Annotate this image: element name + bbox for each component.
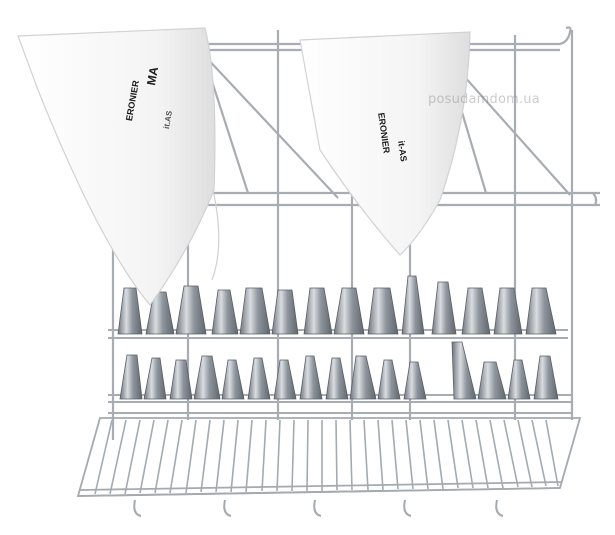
upper-nozzle-row	[117, 275, 557, 335]
rack-feet	[133, 499, 504, 517]
right-piping-bag	[299, 31, 471, 256]
left-piping-bag	[17, 27, 220, 306]
lower-nozzle-row	[119, 341, 559, 400]
drip-tray-slats	[94, 419, 559, 495]
watermark: posudamdom.ua	[428, 92, 540, 107]
drip-tray	[76, 417, 582, 497]
